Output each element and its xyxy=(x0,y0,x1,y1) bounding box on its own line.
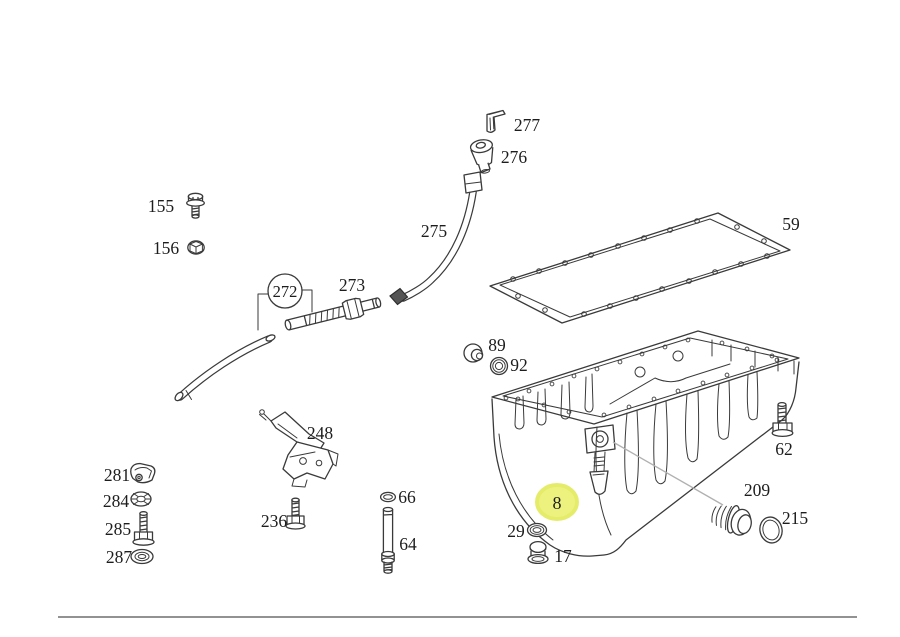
part-label-287[interactable]: 287 xyxy=(106,547,133,567)
part-label-8[interactable]: 8 xyxy=(553,493,562,513)
bracket-bolt-drawing xyxy=(285,497,306,530)
drain-plug-small-drawing xyxy=(527,540,549,565)
part-label-64[interactable]: 64 xyxy=(399,534,417,554)
part-label-209[interactable]: 209 xyxy=(744,480,771,500)
nut-drawing xyxy=(187,240,205,255)
clip-drawing xyxy=(486,109,506,133)
seal-ring-drawing xyxy=(489,356,509,376)
part-callout-circle-272[interactable] xyxy=(267,273,303,309)
part-label-248[interactable]: 248 xyxy=(307,423,334,443)
part-label-17[interactable]: 17 xyxy=(554,546,572,566)
oil-pan-drawing xyxy=(491,330,800,557)
o-ring-large-drawing xyxy=(759,516,783,544)
part-label-59[interactable]: 59 xyxy=(782,214,800,234)
drain-plug-large-drawing xyxy=(711,505,752,536)
screw-plug-drawing xyxy=(463,343,484,363)
part-label-62[interactable]: 62 xyxy=(775,439,793,459)
cap-drawing xyxy=(469,139,494,174)
clamp-drawing xyxy=(130,462,156,484)
part-label-66[interactable]: 66 xyxy=(398,487,416,507)
o-ring-small-drawing xyxy=(379,491,397,503)
lower-tube-drawing xyxy=(381,506,395,574)
part-label-285[interactable]: 285 xyxy=(105,519,132,539)
leader-line-209 xyxy=(612,441,724,506)
part-label-273[interactable]: 273 xyxy=(339,275,366,295)
bracket-drawing xyxy=(259,409,339,488)
part-label-276[interactable]: 276 xyxy=(501,147,528,167)
part-label-277[interactable]: 277 xyxy=(514,115,541,135)
gasket-drawing xyxy=(489,212,791,324)
part-label-215[interactable]: 215 xyxy=(782,508,809,528)
part-label-281[interactable]: 281 xyxy=(104,465,130,485)
part-label-155[interactable]: 155 xyxy=(148,196,175,216)
grommet-drawing xyxy=(130,548,154,565)
part-label-284[interactable]: 284 xyxy=(103,491,130,511)
part-label-89[interactable]: 89 xyxy=(488,335,506,355)
part-label-275[interactable]: 275 xyxy=(421,221,448,241)
part-label-272[interactable]: 272 xyxy=(273,282,298,301)
upper-guide-tube-drawing xyxy=(389,171,483,306)
part-label-92[interactable]: 92 xyxy=(510,355,528,375)
washer-drawing xyxy=(130,491,152,507)
part-label-29[interactable]: 29 xyxy=(507,521,525,541)
seal-washer-drawing xyxy=(526,522,548,538)
part-label-156[interactable]: 156 xyxy=(153,238,180,258)
guide-tube-assembly-drawing xyxy=(174,289,382,402)
flange-bolt-drawing xyxy=(186,192,205,219)
pan-bolt-drawing xyxy=(771,401,794,438)
part-label-236[interactable]: 236 xyxy=(261,511,288,531)
selected-part-highlight xyxy=(535,483,579,521)
stud-bolt-drawing xyxy=(132,511,155,546)
